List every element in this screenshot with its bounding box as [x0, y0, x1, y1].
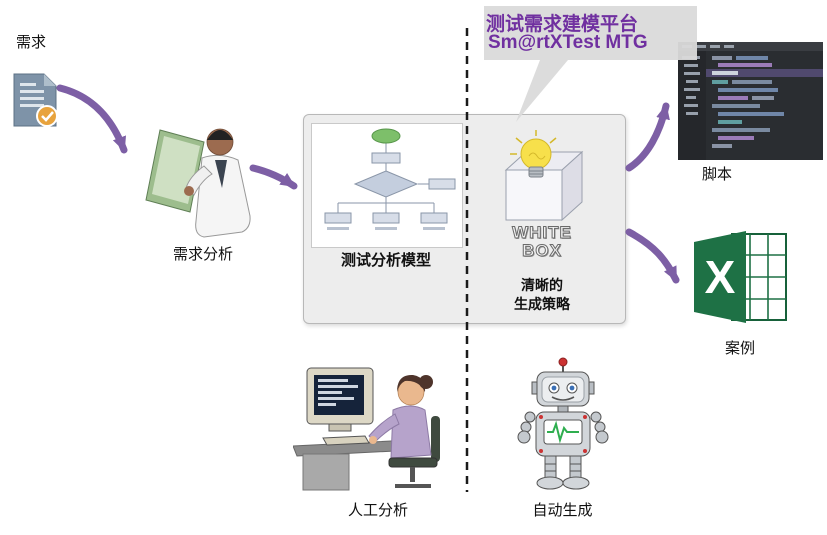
- face-plate: [541, 376, 585, 403]
- whitebox-line1: WHITE: [512, 223, 572, 242]
- editor-menubar: [678, 42, 823, 51]
- chair-seat: [388, 457, 438, 468]
- tie: [215, 160, 227, 188]
- whitebox-wordmark: WHITE BOX: [498, 223, 586, 260]
- cube-side: [561, 150, 583, 222]
- excel-x-letter: X: [705, 251, 736, 303]
- test-model-label: 测试分析模型: [340, 252, 431, 269]
- hair: [397, 374, 426, 392]
- hair: [207, 130, 233, 140]
- arrow-box-to-script: [625, 102, 670, 172]
- strategy-line2: 生成策略: [514, 295, 570, 312]
- robot-illustration: [517, 357, 609, 490]
- code-editor-thumbnail: [678, 42, 823, 160]
- flow-decision-node: [353, 170, 419, 198]
- strategy-label: 清晰的 生成策略: [496, 276, 588, 314]
- leg-right: [569, 455, 582, 479]
- document-fold: [44, 74, 56, 86]
- leg-left: [544, 455, 557, 479]
- arrow-analyst-to-box: [249, 164, 298, 190]
- flow-right-node: [428, 178, 456, 190]
- whitebox-line2: BOX: [522, 240, 562, 260]
- hand: [369, 436, 377, 444]
- document-check-icon: [13, 73, 58, 127]
- arrow-doc-to-analyst: [56, 84, 128, 154]
- hair-bun: [419, 375, 433, 389]
- flow-leaf-node: [372, 212, 400, 224]
- arm-left: [517, 411, 536, 444]
- manual-analysis-label: 人工分析: [347, 502, 408, 519]
- script-label: 脚本: [701, 166, 732, 183]
- flow-leaf-node: [324, 212, 352, 224]
- flow-start-node: [371, 128, 401, 144]
- analyst-illustration: [145, 128, 251, 238]
- flowchart-thumbnail: [324, 128, 456, 230]
- lightbulb-cube-icon: [504, 130, 584, 222]
- check-badge-icon: [36, 105, 58, 127]
- case-label: 案例: [724, 340, 755, 357]
- auto-generation-label: 自动生成: [532, 502, 593, 519]
- foot-right: [562, 476, 590, 490]
- arm-right: [590, 411, 609, 444]
- arrow-box-to-case: [625, 228, 680, 284]
- antenna-tip: [558, 357, 568, 367]
- cube-front: [505, 169, 563, 221]
- flow-step-node: [371, 152, 401, 164]
- person-computer-illustration: [293, 367, 440, 491]
- requirement-analysis-label: 需求分析: [172, 246, 233, 263]
- check-mark: [41, 111, 54, 122]
- requirement-label: 需求: [16, 34, 47, 51]
- platform-subtitle: Sm@rtXTest MTG: [488, 32, 648, 53]
- ecg-line: [547, 420, 579, 444]
- platform-title: 测试需求建模平台: [486, 14, 639, 35]
- torso: [390, 405, 432, 459]
- desk-drawer: [302, 453, 350, 491]
- chair-back: [431, 416, 440, 462]
- keyboard: [322, 435, 370, 446]
- monitor-stand: [328, 423, 352, 432]
- excel-green-panel: [694, 231, 746, 323]
- flow-leaf-node: [420, 212, 448, 224]
- foot-left: [536, 476, 564, 490]
- hand: [184, 186, 194, 196]
- strategy-line1: 清晰的: [521, 277, 563, 293]
- mouth: [551, 396, 575, 401]
- excel-icon: X: [694, 231, 787, 323]
- chair-pole: [410, 467, 415, 482]
- bulb-base: [528, 166, 544, 178]
- neck: [557, 405, 569, 413]
- editor-selected-row: [706, 69, 823, 77]
